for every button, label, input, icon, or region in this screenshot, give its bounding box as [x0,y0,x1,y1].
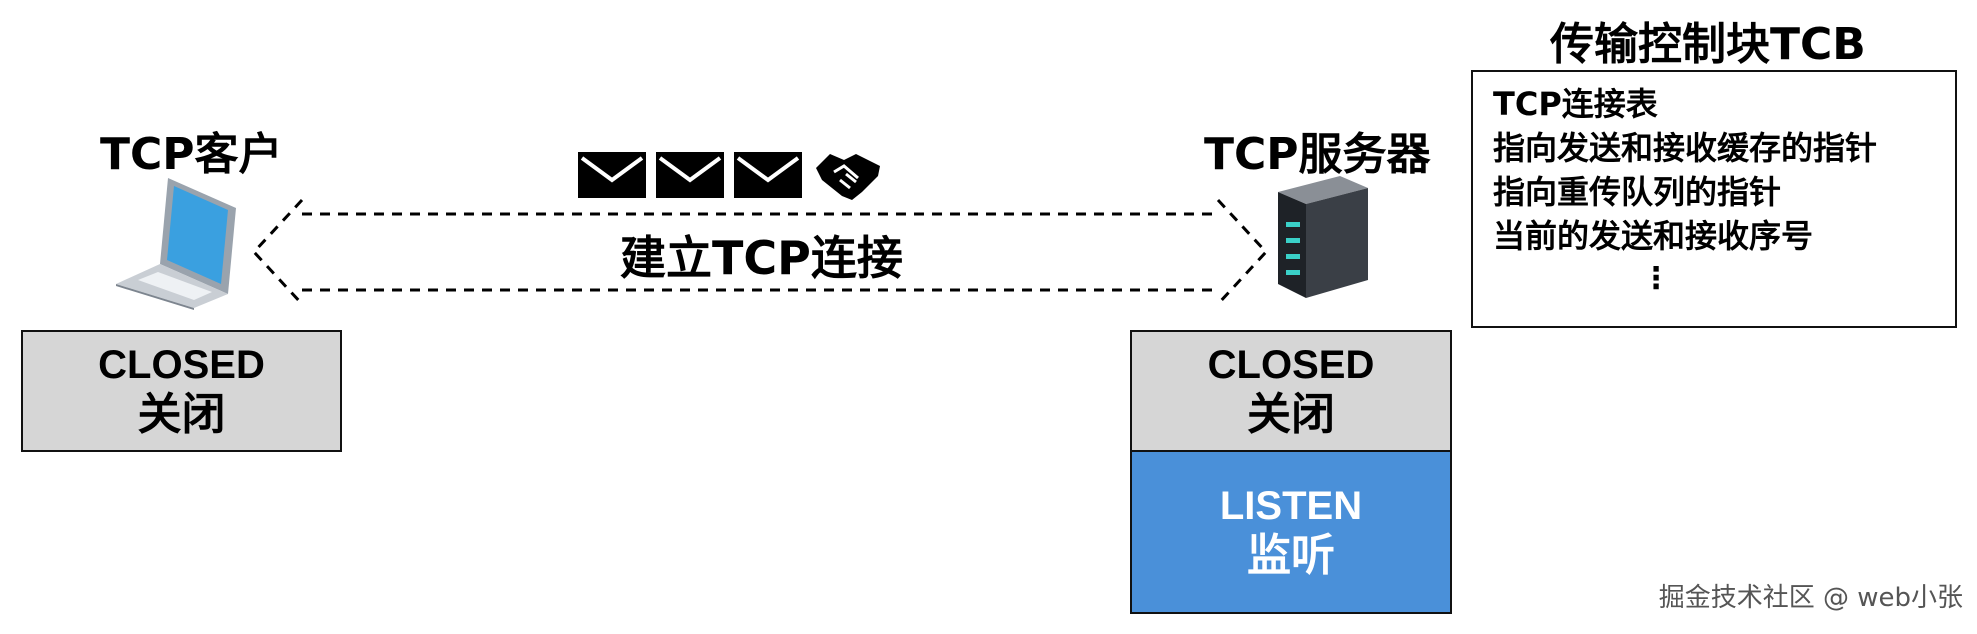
client-label: TCP客户 [100,129,283,180]
server-state-closed: CLOSED 关闭 [1130,330,1452,452]
server-label: TCP服务器 [1204,129,1431,180]
envelope-icon [578,152,646,198]
tcb-title: 传输控制块TCB [1550,19,1866,70]
connection-label: 建立TCP连接 [620,231,903,285]
envelope-icon [656,152,724,198]
connection-arrow [251,198,1269,306]
client-state-closed: CLOSED 关闭 [21,330,342,452]
tcb-item: TCP连接表 [1493,85,1658,123]
server-state-listen-zh: 监听 [1247,530,1335,581]
server-icon [1278,176,1368,298]
server-state-closed-zh: 关闭 [1247,389,1335,440]
server-state-listen: LISTEN 监听 [1130,450,1452,614]
server-state-closed-en: CLOSED [1207,343,1375,387]
tcb-item: 指向发送和接收缓存的指针 [1493,129,1878,167]
tcb-ellipsis: ⋮ [1641,261,1671,296]
watermark: 掘金技术社区 @ web小张 [1658,583,1963,613]
tcb-box: TCP连接表 指向发送和接收缓存的指针 指向重传队列的指针 当前的发送和接收序号… [1471,70,1957,328]
tcb-item: 当前的发送和接收序号 [1493,217,1814,255]
handshake-icon [816,154,880,200]
client-state-en: CLOSED [98,343,265,387]
envelope-icon [734,152,802,198]
client-state-zh: 关闭 [137,389,226,440]
laptop-icon [116,178,236,310]
server-state-listen-en: LISTEN [1219,484,1363,528]
tcb-item: 指向重传队列的指针 [1493,173,1782,211]
